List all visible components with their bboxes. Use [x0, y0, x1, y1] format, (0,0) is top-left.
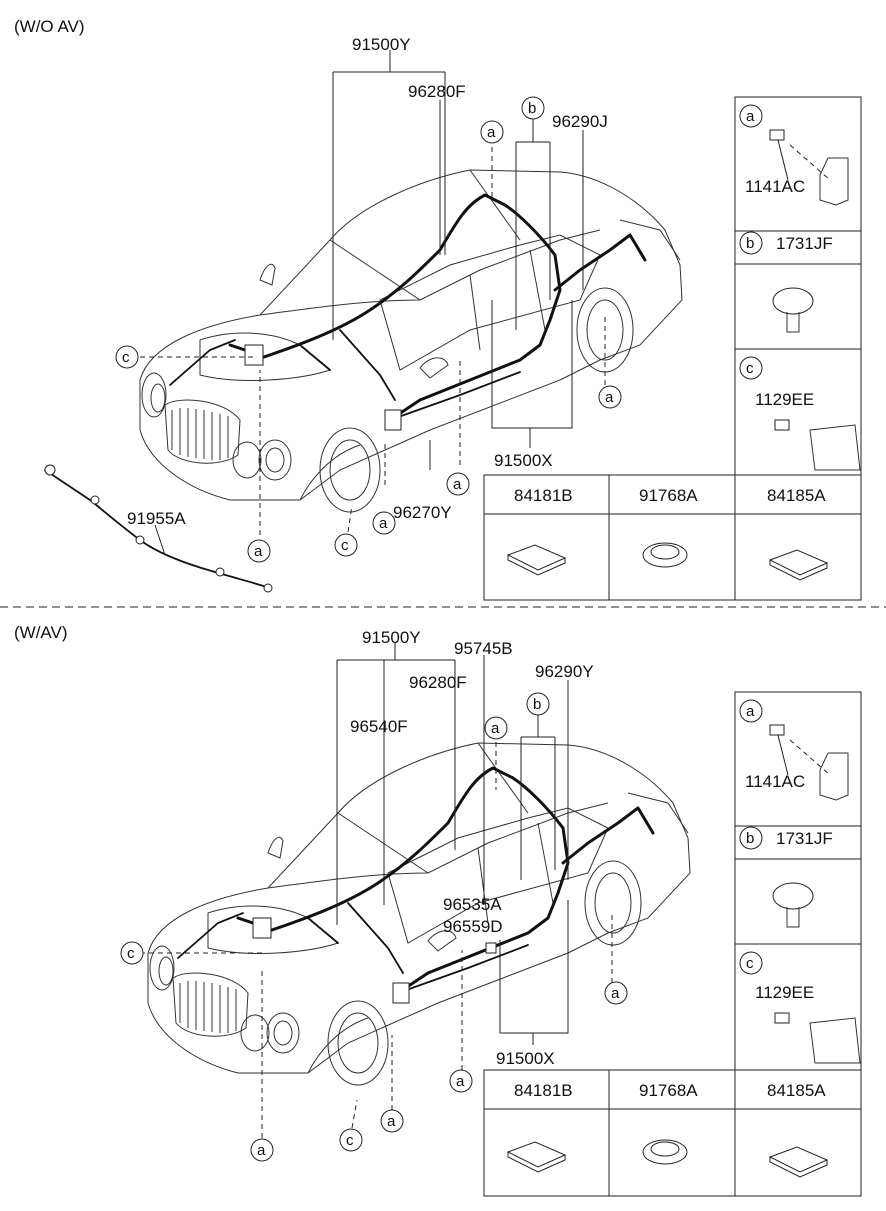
callout-c: c	[339, 1128, 363, 1152]
svg-text:b: b	[533, 696, 541, 713]
svg-text:a: a	[487, 124, 496, 141]
panel-a: a 1141AC	[739, 699, 849, 801]
callout-c: c	[120, 941, 144, 965]
screw-icon	[774, 1012, 790, 1024]
part-label-96280f: 96280F	[408, 82, 466, 101]
bolt-icon	[769, 129, 785, 141]
bracket-icon	[809, 424, 861, 471]
callout-a: a	[250, 1138, 274, 1162]
table-header: 91768A	[639, 1081, 698, 1100]
svg-text:a: a	[456, 1073, 465, 1090]
part-label-96559d: 96559D	[443, 917, 503, 936]
side-panel: a 1141AC b 1731JF c 1129EE	[734, 96, 862, 476]
callout-a: a	[247, 539, 271, 563]
table-header: 84185A	[767, 486, 826, 505]
svg-text:c: c	[127, 945, 135, 962]
panel-b: b 1731JF	[739, 826, 833, 928]
part-label-1141ac: 1141AC	[745, 177, 805, 196]
pad-icon	[506, 544, 567, 576]
part-label-91500x: 91500X	[496, 1049, 555, 1068]
part-label-91500x: 91500X	[494, 451, 553, 470]
part-label-95745b: 95745B	[454, 639, 513, 658]
pad-icon	[506, 1141, 567, 1173]
svg-text:a: a	[387, 1113, 396, 1130]
table-header: 84181B	[514, 486, 573, 505]
svg-text:a: a	[257, 1142, 266, 1159]
clip-icon	[819, 157, 849, 206]
part-label-96290y: 96290Y	[535, 662, 594, 681]
callout-a: a	[598, 385, 622, 409]
part-label-1731jf: 1731JF	[776, 829, 833, 848]
part-label-1141ac: 1141AC	[745, 772, 805, 791]
panel-a: a 1141AC	[739, 104, 849, 206]
svg-text:c: c	[346, 1132, 354, 1149]
svg-text:a: a	[746, 108, 755, 125]
part-label-1731jf: 1731JF	[776, 234, 833, 253]
panel-c: c 1129EE	[739, 356, 861, 471]
part-label-91500y: 91500Y	[352, 35, 411, 54]
part-label-1129ee: 1129EE	[755, 983, 814, 1002]
callout-a: a	[484, 716, 508, 740]
table-header: 84181B	[514, 1081, 573, 1100]
callout-a: a	[449, 1069, 473, 1093]
svg-text:a: a	[254, 543, 263, 560]
part-label-1129ee: 1129EE	[755, 390, 814, 409]
svg-text:c: c	[341, 537, 349, 554]
connector-block	[384, 409, 402, 431]
section-title: (W/O AV)	[14, 17, 85, 36]
svg-text:c: c	[746, 955, 754, 972]
part-label-96270y: 96270Y	[393, 503, 452, 522]
part-label-96540f: 96540F	[350, 717, 408, 736]
callout-a: a	[372, 511, 396, 535]
part-label-91955a: 91955A	[127, 509, 186, 528]
callout-a: a	[446, 472, 470, 496]
svg-text:b: b	[746, 235, 754, 252]
pad-icon	[768, 1146, 829, 1178]
car-illustration	[139, 169, 683, 513]
callout-b: b	[521, 96, 545, 120]
svg-text:c: c	[122, 349, 130, 366]
callout-a: a	[604, 981, 628, 1005]
car-illustration	[147, 742, 691, 1086]
panel-c: c 1129EE	[739, 951, 861, 1064]
callout-a: a	[380, 1109, 404, 1133]
plug-icon	[772, 882, 814, 910]
table-header: 91768A	[639, 486, 698, 505]
part-label-96290j: 96290J	[552, 112, 608, 131]
svg-text:a: a	[379, 515, 388, 532]
part-label-91500y: 91500Y	[362, 628, 421, 647]
callout-a: a	[480, 120, 504, 144]
side-panel: a 1141AC b 1731JF c 1129EE	[734, 691, 862, 1071]
part-label-96535a: 96535A	[443, 895, 502, 914]
part-label-96280f: 96280F	[409, 673, 467, 692]
svg-text:b: b	[528, 100, 536, 117]
callout-c: c	[115, 345, 139, 369]
svg-text:a: a	[746, 703, 755, 720]
callout-b: b	[526, 692, 550, 716]
parts-table: 84181B 91768A 84185A	[483, 474, 862, 601]
svg-text:a: a	[611, 985, 620, 1002]
svg-text:a: a	[453, 476, 462, 493]
parts-table: 84181B 91768A 84185A	[483, 1069, 862, 1197]
svg-text:a: a	[491, 720, 500, 737]
table-header: 84185A	[767, 1081, 826, 1100]
section-w-av: (W/AV) 91500Y 95745B 96290Y 9	[14, 623, 862, 1197]
section-wo-av: (W/O AV)	[14, 17, 862, 601]
bolt-icon	[769, 724, 785, 736]
callout-c: c	[334, 533, 358, 557]
bracket-icon	[809, 1017, 861, 1064]
screw-icon	[774, 419, 790, 431]
connector-block	[244, 344, 264, 366]
panel-b: b 1731JF	[739, 231, 833, 333]
plug-icon	[772, 287, 814, 315]
pad-icon	[768, 549, 829, 581]
bumper-harness-91955a	[44, 464, 273, 593]
clip-icon	[819, 752, 849, 801]
svg-text:a: a	[605, 389, 614, 406]
svg-text:c: c	[746, 360, 754, 377]
section-title: (W/AV)	[14, 623, 68, 642]
svg-text:b: b	[746, 830, 754, 847]
